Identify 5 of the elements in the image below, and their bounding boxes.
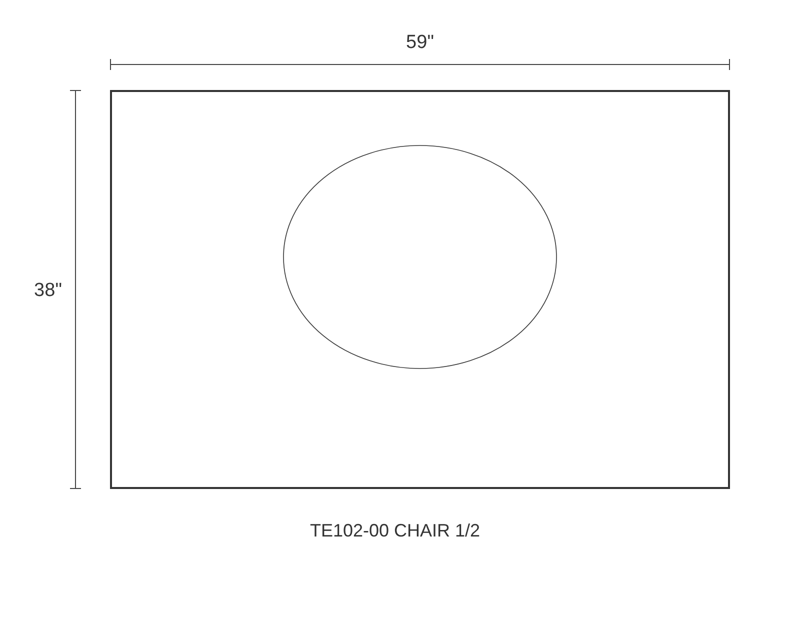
outline-rectangle: [110, 90, 730, 489]
ellipse-cutout: [283, 145, 557, 369]
dimension-label: 38": [34, 280, 62, 302]
dimension-label: 59": [406, 32, 434, 54]
drawing-caption: TE102-00 CHAIR 1/2: [310, 520, 480, 542]
